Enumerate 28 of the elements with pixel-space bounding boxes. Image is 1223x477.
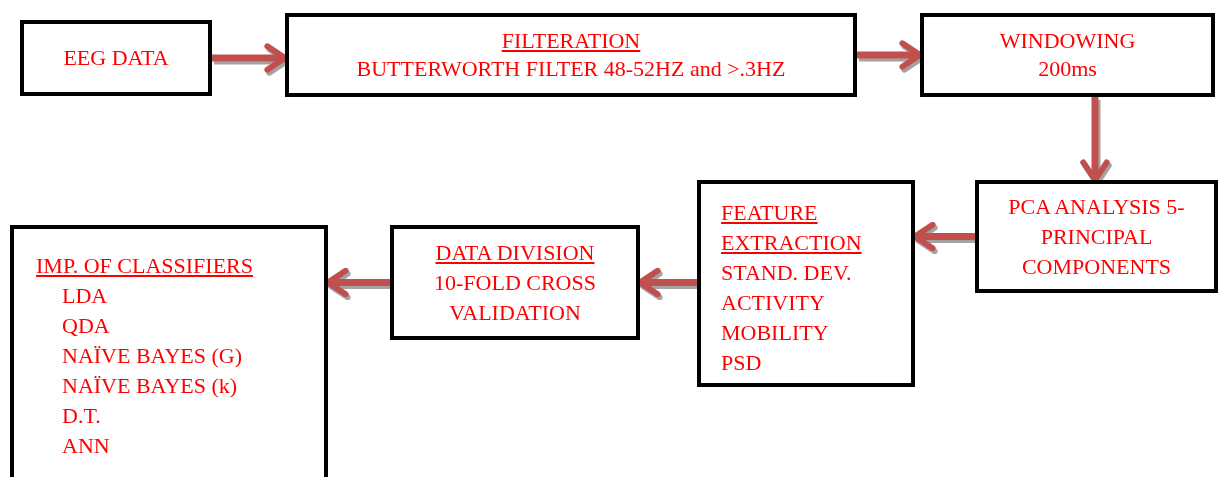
box-text: MOBILITY: [721, 319, 829, 347]
box-text: LDA: [61, 282, 108, 310]
box-heading: WINDOWING: [999, 27, 1136, 55]
box-text: PSD: [721, 349, 762, 377]
arrow: [1080, 97, 1110, 183]
box-text: NAÏVE BAYES (k): [61, 372, 238, 400]
box-text: D.T.: [61, 402, 101, 430]
box-text: ACTIVITY: [721, 289, 825, 317]
process-box: [20, 20, 212, 96]
box-text: NAÏVE BAYES (G): [61, 342, 243, 370]
box-text: EEG DATA: [63, 45, 169, 71]
process-box: [697, 180, 915, 387]
box-text: STAND. DEV.: [721, 259, 852, 287]
process-box: [390, 225, 640, 340]
box-heading: FEATURE EXTRACTION: [721, 199, 863, 257]
process-box: [920, 13, 1215, 97]
process-box: [975, 180, 1218, 293]
box-text: ANN: [61, 432, 110, 460]
process-box: [10, 225, 328, 477]
box-text: PCA ANALYSIS 5-PRINCIPAL COMPONENTS: [1007, 192, 1186, 281]
box-heading: FILTERATION: [501, 27, 641, 55]
box-text: QDA: [61, 312, 110, 340]
process-box: [285, 13, 857, 97]
box-text: 200ms: [1038, 55, 1097, 83]
box-text: BUTTERWORTH FILTER 48-52HZ and >.3HZ: [356, 55, 786, 83]
box-heading: DATA DIVISION: [435, 238, 595, 267]
box-text: 10-FOLD CROSS VALIDATION: [433, 268, 597, 327]
box-heading: IMP. OF CLASSIFIERS: [36, 252, 253, 280]
